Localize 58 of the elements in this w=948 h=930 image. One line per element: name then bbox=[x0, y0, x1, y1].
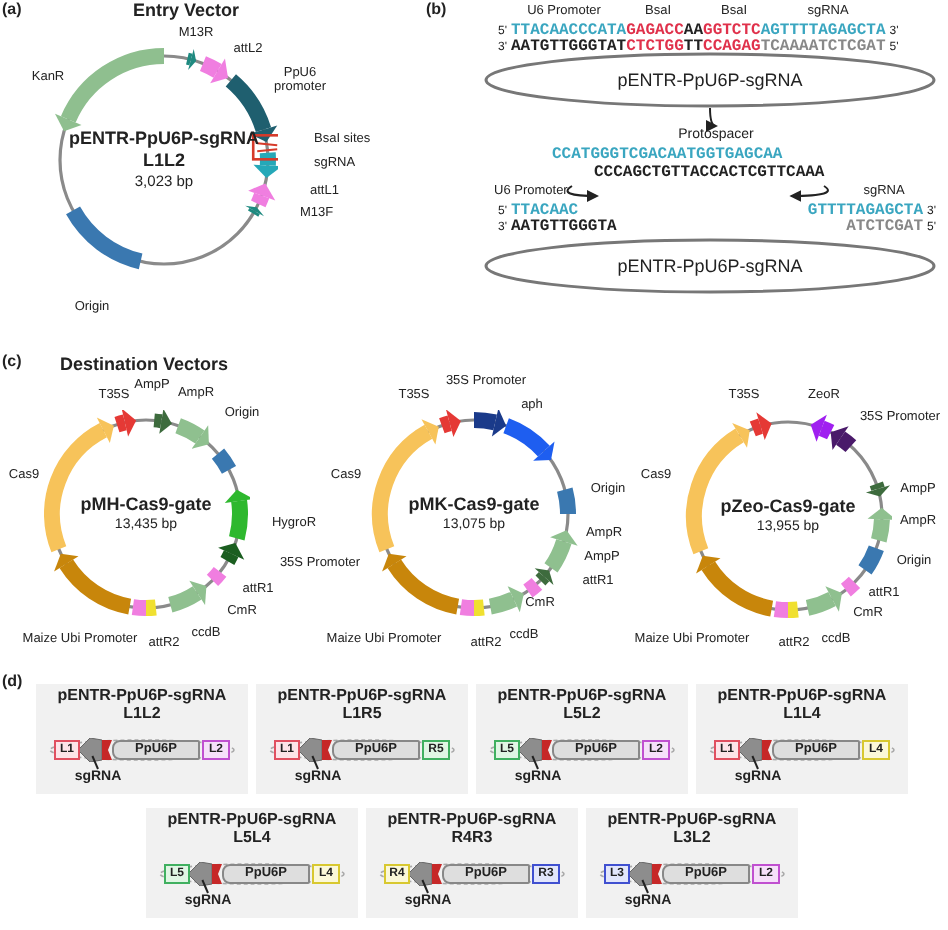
plasmid-name: pMK-Cas9-gate bbox=[408, 493, 540, 515]
dna-sequence: TT bbox=[683, 38, 704, 56]
dna-sequence: CCAGAG bbox=[703, 38, 761, 56]
oligo-sequence: CCATGGGTCGACAATGGTGAGCAA bbox=[552, 146, 783, 164]
vector-card bbox=[586, 808, 798, 918]
vector-card bbox=[696, 684, 908, 794]
arrow bbox=[705, 107, 718, 131]
panel-title: Destination Vectors bbox=[59, 356, 229, 376]
dna-sequence: GTTTTAGAGCTA bbox=[807, 202, 924, 220]
panel-letter: (d) bbox=[2, 674, 23, 692]
plasmid-name: pENTR-PpU6P-sgRNA bbox=[615, 256, 805, 276]
dna-sequence: TTACAAC bbox=[510, 202, 579, 220]
plasmid-name: pENTR-PpU6P-sgRNA bbox=[615, 70, 805, 90]
vector-card bbox=[146, 808, 358, 918]
dna-sequence: ATCTCGAT bbox=[846, 218, 924, 236]
leader-line bbox=[421, 879, 429, 894]
dna-sequence: TCAAAATCTCGAT bbox=[760, 38, 886, 56]
vector-name: pENTR-PpU6P-sgRNA L1R5 bbox=[275, 688, 449, 724]
vector-card bbox=[256, 684, 468, 794]
plasmid-name: pZeo-Cas9-gate bbox=[720, 495, 856, 517]
sgrna-arrow-drawing bbox=[188, 862, 224, 886]
vector-name: pENTR-PpU6P-sgRNA R4R3 bbox=[385, 812, 559, 848]
plasmid-name: pMH-Cas9-gate bbox=[80, 493, 212, 515]
dna-sequence: GGTCTC bbox=[703, 22, 761, 40]
arrow bbox=[789, 185, 829, 202]
vector-card bbox=[476, 684, 688, 794]
sgrna-arrow-drawing bbox=[738, 738, 774, 762]
sgrna-arrow-drawing bbox=[408, 862, 444, 886]
vector-name: pENTR-PpU6P-sgRNA L1L4 bbox=[715, 688, 889, 724]
vector-name: pENTR-PpU6P-sgRNA L5L2 bbox=[495, 688, 669, 724]
leader-line bbox=[91, 755, 99, 770]
leader-line bbox=[641, 879, 649, 894]
panel-letter: (a) bbox=[2, 2, 22, 20]
panel-letter: (c) bbox=[2, 354, 22, 372]
panel-title: Entry Vector bbox=[132, 2, 240, 22]
sgrna-arrow-drawing bbox=[298, 738, 334, 762]
leader-line bbox=[751, 755, 759, 770]
dna-sequence: AATGTTGGGTA bbox=[510, 218, 617, 236]
panel-letter: (b) bbox=[426, 2, 447, 20]
arrow bbox=[566, 185, 599, 202]
vector-name: pENTR-PpU6P-sgRNA L1L2 bbox=[55, 688, 229, 724]
vector-card bbox=[36, 684, 248, 794]
dna-sequence: AATGTTGGGTAT bbox=[510, 38, 627, 56]
vector-card bbox=[366, 808, 578, 918]
dna-sequence: GAGACC bbox=[626, 22, 684, 40]
sgrna-arrow-drawing bbox=[78, 738, 114, 762]
oligo-sequence: CCCAGCTGTTACCACTCGTTCAAA bbox=[594, 164, 825, 182]
leader-line bbox=[201, 879, 209, 894]
dna-sequence: CTCTGG bbox=[626, 38, 684, 56]
vector-name: pENTR-PpU6P-sgRNA L3L2 bbox=[605, 812, 779, 848]
dna-sequence: AA bbox=[683, 22, 704, 40]
sgrna-arrow-drawing bbox=[518, 738, 554, 762]
leader-line bbox=[311, 755, 319, 770]
sgrna-arrow-drawing bbox=[628, 862, 664, 886]
dna-sequence: AGTTTTAGAGCTA bbox=[760, 22, 886, 40]
vector-name: pENTR-PpU6P-sgRNA L5L4 bbox=[165, 812, 339, 848]
dna-sequence: TTACAACCCATA bbox=[510, 22, 627, 40]
leader-line bbox=[531, 755, 539, 770]
